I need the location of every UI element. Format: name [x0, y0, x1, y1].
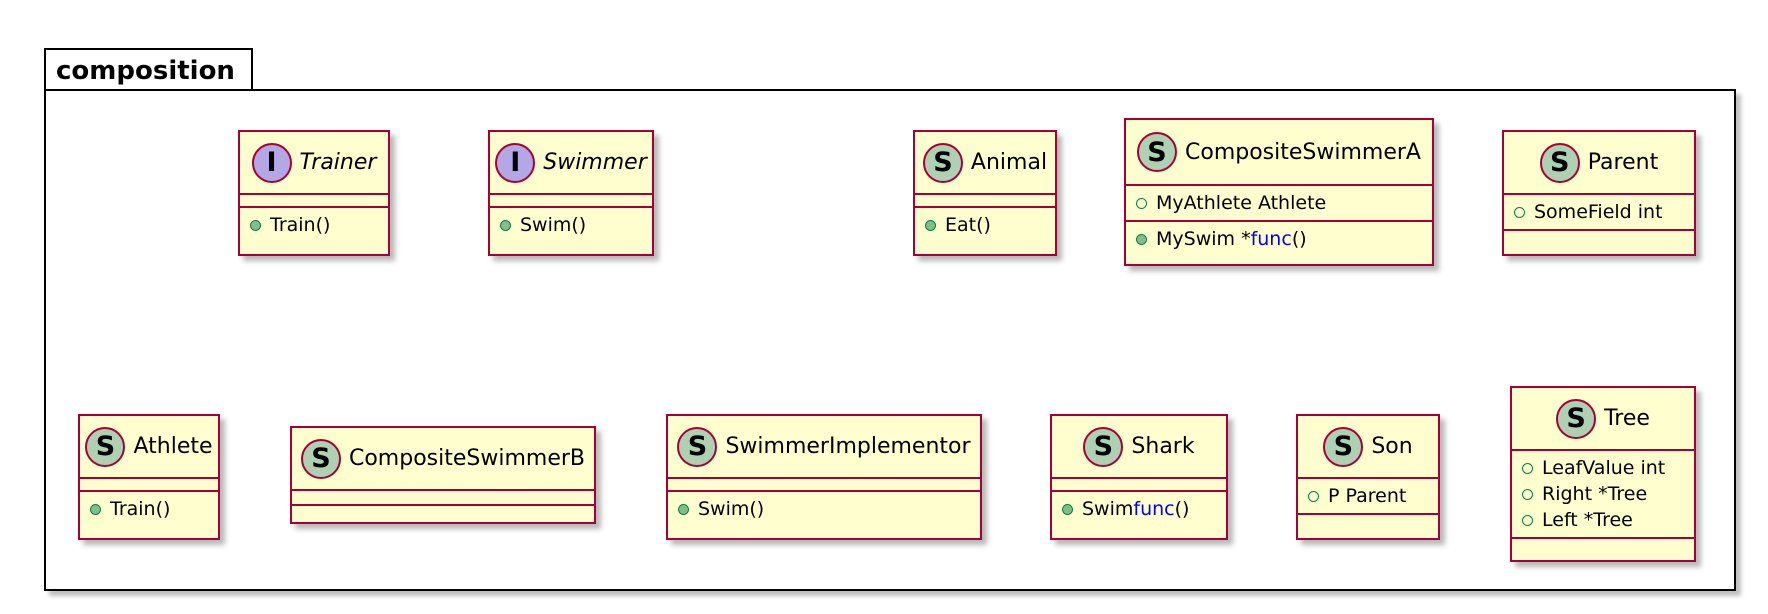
public-method-icon	[925, 219, 936, 231]
fields-section	[490, 195, 652, 208]
public-method-icon	[1062, 503, 1073, 515]
fields-section	[668, 479, 980, 492]
methods-section: Swim()	[668, 492, 980, 526]
struct-badge-icon: S	[85, 426, 126, 467]
public-field-icon	[1522, 514, 1533, 526]
struct-badge-icon: S	[1556, 398, 1597, 439]
fields-section: SomeField int	[1504, 195, 1694, 231]
struct-badge-icon: S	[922, 142, 963, 183]
class-name: CompositeSwimmerA	[1185, 139, 1421, 165]
methods-section	[292, 506, 594, 520]
class-header: S Animal	[915, 132, 1055, 195]
fields-section	[292, 491, 594, 506]
class-composite-swimmer-b[interactable]: S CompositeSwimmerB	[290, 426, 596, 524]
struct-badge-icon: S	[1539, 142, 1580, 183]
methods-section: Swim func()	[1052, 492, 1226, 526]
fields-section	[240, 195, 388, 208]
field-item: SomeField int	[1514, 199, 1684, 225]
class-header: S CompositeSwimmerB	[292, 428, 594, 491]
field-item: MyAthlete Athlete	[1136, 190, 1422, 216]
class-trainer[interactable]: I Trainer Train()	[238, 130, 390, 256]
class-header: S Tree	[1512, 388, 1694, 451]
package-name: composition	[56, 56, 235, 86]
interface-badge-icon: I	[495, 142, 536, 183]
struct-badge-icon: S	[1137, 132, 1177, 172]
method-item: Train()	[90, 496, 208, 522]
class-athlete[interactable]: S Athlete Train()	[78, 414, 220, 540]
field-item: P Parent	[1308, 483, 1428, 509]
struct-badge-icon: S	[1323, 426, 1364, 467]
methods-section	[1298, 515, 1438, 528]
struct-badge-icon: S	[300, 438, 341, 479]
class-swimmer[interactable]: I Swimmer Swim()	[488, 130, 654, 256]
methods-section	[1512, 539, 1694, 552]
public-field-icon	[1514, 206, 1525, 218]
methods-section: Swim()	[490, 208, 652, 242]
method-item: Swim()	[500, 212, 642, 238]
fields-section: LeafValue int Right *Tree Left *Tree	[1512, 451, 1694, 539]
class-name: Parent	[1587, 150, 1659, 175]
method-item: Swim()	[678, 496, 970, 522]
package-tab: composition	[44, 48, 253, 90]
public-field-icon	[1522, 462, 1533, 474]
field-item: Left *Tree	[1522, 507, 1684, 533]
func-keyword: func	[1250, 228, 1292, 250]
class-name: Animal	[970, 150, 1048, 175]
struct-badge-icon: S	[677, 426, 718, 467]
field-item: LeafValue int	[1522, 455, 1684, 481]
class-swimmer-implementor[interactable]: S SwimmerImplementor Swim()	[666, 414, 982, 540]
public-method-icon	[500, 219, 511, 231]
public-method-icon	[678, 503, 689, 515]
class-son[interactable]: S Son P Parent	[1296, 414, 1440, 540]
class-parent[interactable]: S Parent SomeField int	[1502, 130, 1696, 256]
class-name: Trainer	[299, 150, 377, 175]
methods-section: Train()	[240, 208, 388, 242]
fields-section	[915, 195, 1055, 208]
public-method-icon	[1136, 233, 1147, 245]
class-header: I Swimmer	[490, 132, 652, 195]
class-composite-swimmer-a[interactable]: S CompositeSwimmerA MyAthlete Athlete My…	[1124, 118, 1434, 266]
public-method-icon	[90, 503, 101, 515]
method-item: Train()	[250, 212, 378, 238]
class-name: Swimmer	[543, 150, 647, 175]
class-header: S Parent	[1504, 132, 1694, 195]
class-header: S Son	[1298, 416, 1438, 479]
fields-section: P Parent	[1298, 479, 1438, 515]
method-item: MySwim *func()	[1136, 226, 1422, 252]
method-item: Eat()	[925, 212, 1045, 238]
class-name: SwimmerImplementor	[725, 434, 971, 459]
method-item: Swim func()	[1062, 496, 1216, 522]
class-header: S SwimmerImplementor	[668, 416, 980, 479]
class-name: Shark	[1131, 434, 1195, 459]
func-keyword: func	[1133, 498, 1175, 520]
field-item: Right *Tree	[1522, 481, 1684, 507]
public-field-icon	[1308, 490, 1319, 502]
methods-section: Eat()	[915, 208, 1055, 242]
fields-section	[80, 479, 218, 492]
class-tree[interactable]: S Tree LeafValue int Right *Tree Left *T…	[1510, 386, 1696, 562]
class-name: Son	[1371, 434, 1413, 459]
public-field-icon	[1136, 197, 1147, 209]
class-name: CompositeSwimmerB	[348, 446, 586, 471]
fields-section	[1052, 479, 1226, 492]
class-name: Athlete	[133, 434, 213, 459]
class-header: I Trainer	[240, 132, 388, 195]
struct-badge-icon: S	[1083, 426, 1124, 467]
class-header: S CompositeSwimmerA	[1126, 120, 1432, 186]
methods-section: MySwim *func()	[1126, 222, 1432, 256]
class-name: Tree	[1604, 406, 1650, 431]
class-header: S Athlete	[80, 416, 218, 479]
public-method-icon	[250, 219, 261, 231]
public-field-icon	[1522, 488, 1533, 500]
class-header: S Shark	[1052, 416, 1226, 479]
fields-section: MyAthlete Athlete	[1126, 186, 1432, 222]
interface-badge-icon: I	[251, 142, 292, 183]
methods-section	[1504, 231, 1694, 244]
class-animal[interactable]: S Animal Eat()	[913, 130, 1057, 256]
class-shark[interactable]: S Shark Swim func()	[1050, 414, 1228, 540]
methods-section: Train()	[80, 492, 218, 526]
